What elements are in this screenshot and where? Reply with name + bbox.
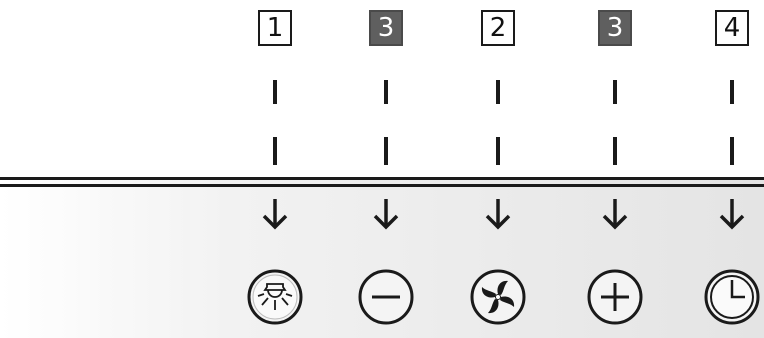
callout-column-fan: 2	[468, 0, 528, 338]
plus-circle-icon[interactable]	[586, 268, 644, 326]
leader-dash	[613, 80, 617, 104]
leader-dash	[273, 137, 277, 165]
callout-column-light: 1	[245, 0, 305, 338]
leader-dash	[273, 80, 277, 104]
panel-edge-line	[0, 184, 764, 187]
down-arrow-icon	[373, 199, 399, 230]
leader-dash	[496, 80, 500, 104]
leader-dash	[384, 80, 388, 104]
callout-number-box: 2	[481, 10, 515, 46]
down-arrow-icon	[719, 199, 745, 230]
callout-number-box: 3	[598, 10, 632, 46]
leader-dash	[613, 137, 617, 165]
leader-dash	[496, 137, 500, 165]
minus-circle-icon[interactable]	[357, 268, 415, 326]
callout-number-box: 3	[369, 10, 403, 46]
lamp-icon[interactable]	[246, 268, 304, 326]
down-arrow-icon	[485, 199, 511, 230]
leader-dash	[384, 137, 388, 165]
callout-column-minus: 3	[356, 0, 416, 338]
callout-number-box: 1	[258, 10, 292, 46]
clock-icon[interactable]	[703, 268, 761, 326]
down-arrow-icon	[262, 199, 288, 230]
down-arrow-icon	[602, 199, 628, 230]
fan-icon[interactable]	[469, 268, 527, 326]
callout-number-box: 4	[715, 10, 749, 46]
callout-column-plus: 3	[585, 0, 645, 338]
leader-dash	[730, 137, 734, 165]
leader-dash	[730, 80, 734, 104]
callout-column-clock: 4	[702, 0, 762, 338]
panel-edge-line	[0, 177, 764, 180]
